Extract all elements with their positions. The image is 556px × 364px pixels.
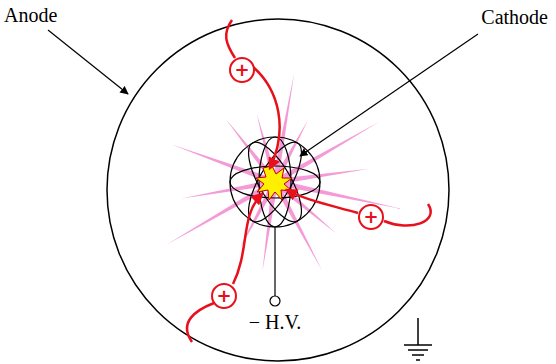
anode-leader: [48, 30, 128, 94]
charge-sign: +: [216, 287, 231, 305]
anode-label: Anode: [4, 4, 57, 26]
hv-label: − H.V.: [249, 311, 302, 333]
ion-circle: +: [358, 204, 384, 230]
cathode-leader: [300, 34, 478, 156]
ion-circle: +: [211, 283, 237, 309]
cathode-label: Cathode: [481, 6, 548, 28]
charge-sign: +: [363, 208, 378, 226]
ion-trajectories: [187, 20, 431, 342]
hv-lead: [274, 227, 275, 296]
ground-symbol: [404, 318, 432, 360]
ion-circle: +: [229, 57, 255, 83]
cathode-grid: [230, 135, 320, 229]
anode-sphere: [107, 19, 449, 361]
charge-sign: +: [234, 61, 249, 79]
hv-terminal: [270, 296, 280, 306]
light-spikes: [167, 74, 402, 271]
